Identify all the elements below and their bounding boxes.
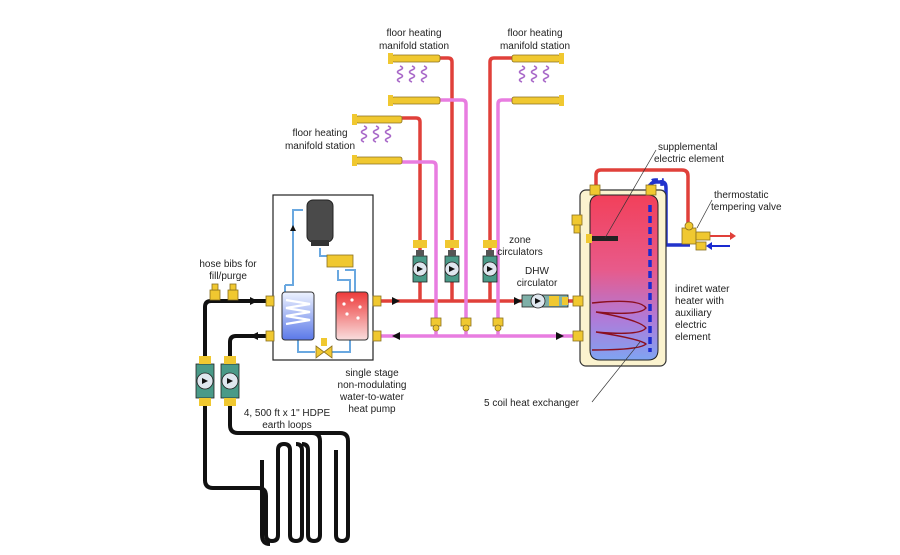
hose-bib-icon: [209, 283, 239, 301]
zone-circulator-1-icon: [412, 240, 428, 283]
label-manifold-mid-1: floor heating: [386, 28, 441, 39]
label-earth-loops-1: 4, 500 ft x 1" HDPE: [244, 408, 331, 419]
flow-arrows: [250, 297, 564, 340]
manifold-right-icon: [511, 53, 564, 106]
label-hose-bibs-1: hose bibs for: [199, 259, 257, 270]
zone-circulator-3-icon: [482, 240, 498, 283]
indirect-water-heater: [579, 189, 667, 367]
label-tempering-2: tempering valve: [711, 202, 782, 213]
earth-loop-circulator-2-icon: [220, 356, 240, 406]
zone-circulator-2-icon: [444, 240, 460, 283]
heat-pump-unit: [272, 194, 374, 361]
purge-valves: [430, 317, 504, 332]
label-supplemental-1: supplemental: [658, 142, 717, 153]
label-dhw-circulator-1: DHW: [525, 266, 549, 277]
label-tempering-1: thermostatic: [714, 190, 768, 201]
label-manifold-right-1: floor heating: [507, 28, 562, 39]
label-coil: 5 coil heat exchanger: [484, 398, 580, 409]
label-heat-pump-3: water-to-water: [339, 392, 405, 403]
return-piping: [373, 98, 585, 338]
label-manifold-right-2: manifold station: [500, 41, 570, 52]
coil-heat-exchanger-icon: [591, 300, 648, 351]
label-water-heater-3: auxiliary: [675, 308, 712, 319]
leader-lines: [591, 149, 713, 403]
label-water-heater-2: heater with: [675, 296, 724, 307]
label-heat-pump-4: heat pump: [348, 404, 396, 415]
manifold-mid-icon: [388, 53, 441, 106]
label-water-heater-5: element: [675, 332, 711, 343]
label-supplemental-2: electric element: [654, 154, 724, 165]
dhw-circulator-icon: [521, 293, 569, 309]
label-manifold-left-1: floor heating: [292, 128, 347, 139]
label-hose-bibs-2: fill/purge: [209, 271, 247, 282]
manifold-left-icon: [352, 114, 403, 166]
earth-loop-bundle: [260, 460, 271, 546]
label-zone-circulators-1: zone: [509, 235, 531, 246]
tank-port-fittings: [265, 184, 657, 342]
relief-valve-icon: [571, 214, 583, 234]
label-water-heater-1: indiret water: [675, 284, 730, 295]
label-zone-circulators-2: circulators: [497, 247, 543, 258]
label-manifold-mid-2: manifold station: [379, 41, 449, 52]
label-manifold-left-2: manifold station: [285, 141, 355, 152]
label-heat-pump-2: non-modulating: [338, 380, 407, 391]
label-heat-pump-1: single stage: [345, 368, 399, 379]
label-dhw-circulator-2: circulator: [517, 278, 558, 289]
earth-loop-circulator-1-icon: [195, 356, 215, 406]
tempering-valve-icon: [681, 221, 711, 251]
label-earth-loops-2: earth loops: [262, 420, 311, 431]
label-water-heater-4: electric: [675, 320, 707, 331]
